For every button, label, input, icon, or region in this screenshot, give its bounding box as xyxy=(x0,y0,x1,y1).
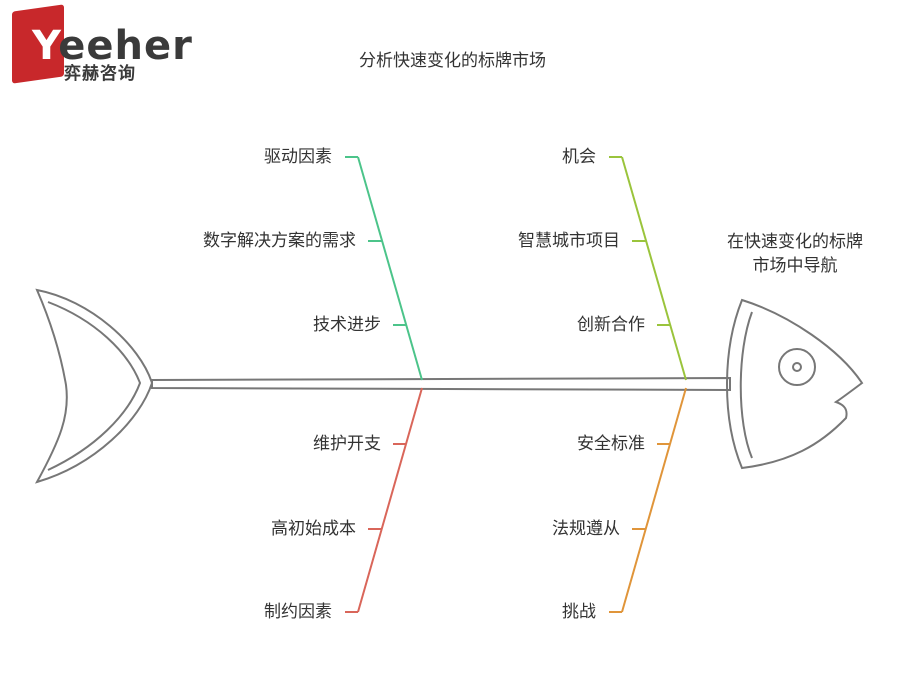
opportunities-item-1: 创新合作 xyxy=(577,315,645,335)
bone-challenges xyxy=(609,387,687,613)
head-label: 在快速变化的标牌 市场中导航 xyxy=(700,230,890,278)
constraints-item-0: 维护开支 xyxy=(313,434,381,454)
bone-drivers-main xyxy=(357,156,423,381)
bone-opportunities xyxy=(609,156,687,381)
fish-gill xyxy=(739,311,753,459)
fish-spine xyxy=(151,376,731,392)
fish-tail-inner xyxy=(47,301,142,471)
challenges-item-0: 安全标准 xyxy=(577,434,645,454)
head-label-line-1: 在快速变化的标牌 xyxy=(727,232,863,252)
bone-constraints xyxy=(345,387,423,613)
diagram-title: 分析快速变化的标牌市场 xyxy=(359,51,546,71)
drivers-item-0: 数字解决方案的需求 xyxy=(203,231,356,251)
bone-challenges-main xyxy=(621,387,687,613)
drivers-category-label: 驱动因素 xyxy=(264,147,332,167)
head-label-line-2: 市场中导航 xyxy=(752,256,838,276)
company-logo: Yeeher 弈赫咨询 xyxy=(8,4,192,88)
bone-constraints-main xyxy=(357,387,423,613)
logo-wordmark-rest: eeher xyxy=(58,23,193,69)
logo-wordmark-initial: Y xyxy=(32,23,59,69)
bone-opportunities-main xyxy=(621,156,687,381)
logo-subtitle: 弈赫咨询 xyxy=(64,64,136,84)
opportunities-item-0: 智慧城市项目 xyxy=(518,231,620,251)
fish-tail-outer xyxy=(34,288,154,484)
fish-eye-inner xyxy=(792,362,802,372)
constraints-item-1: 高初始成本 xyxy=(271,519,356,539)
constraints-category-label: 制约因素 xyxy=(264,602,332,622)
opportunities-category-label: 机会 xyxy=(562,147,596,167)
drivers-item-1: 技术进步 xyxy=(313,315,381,335)
challenges-category-label: 挑战 xyxy=(562,602,596,622)
fish-head xyxy=(726,298,864,470)
challenges-item-1: 法规遵从 xyxy=(552,519,620,539)
logo-wordmark: Yeeher xyxy=(32,26,193,66)
bone-drivers xyxy=(345,156,423,381)
